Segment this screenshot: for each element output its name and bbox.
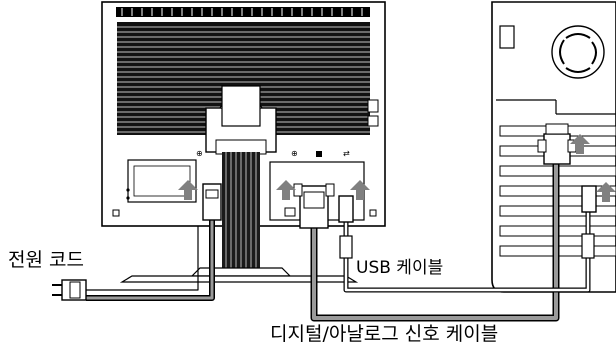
power-cord-label: 전원 코드 <box>8 249 84 271</box>
digital-cable <box>310 158 560 322</box>
fan-icon <box>551 25 605 79</box>
pc-usb-connector <box>581 185 597 259</box>
svg-text:⊕: ⊕ <box>196 149 203 158</box>
monitor-stand <box>119 85 359 283</box>
power-plug-icon <box>52 279 87 301</box>
grille-lines <box>117 26 370 133</box>
up-arrow-icon <box>276 180 296 200</box>
svg-text:⇄: ⇄ <box>343 149 350 158</box>
digital-cable-label: 디지털/아날로그 신호 케이블 <box>270 323 498 345</box>
power-connector <box>202 183 222 221</box>
up-arrow-icon <box>596 182 616 202</box>
usb-connector-icon <box>338 195 354 259</box>
top-vent-ticks <box>121 8 363 16</box>
svg-text:⊕: ⊕ <box>291 149 298 158</box>
dvi-connector-icon <box>293 183 335 229</box>
up-arrow-icon <box>178 180 198 200</box>
up-arrow-icon <box>570 134 590 154</box>
power-cord <box>86 220 215 301</box>
usb-cable-label: USB 케이블 <box>356 258 443 278</box>
monitor-back-panel: ⊕ ⊕ ⇄ <box>101 1 386 227</box>
up-arrow-icon <box>350 180 370 200</box>
